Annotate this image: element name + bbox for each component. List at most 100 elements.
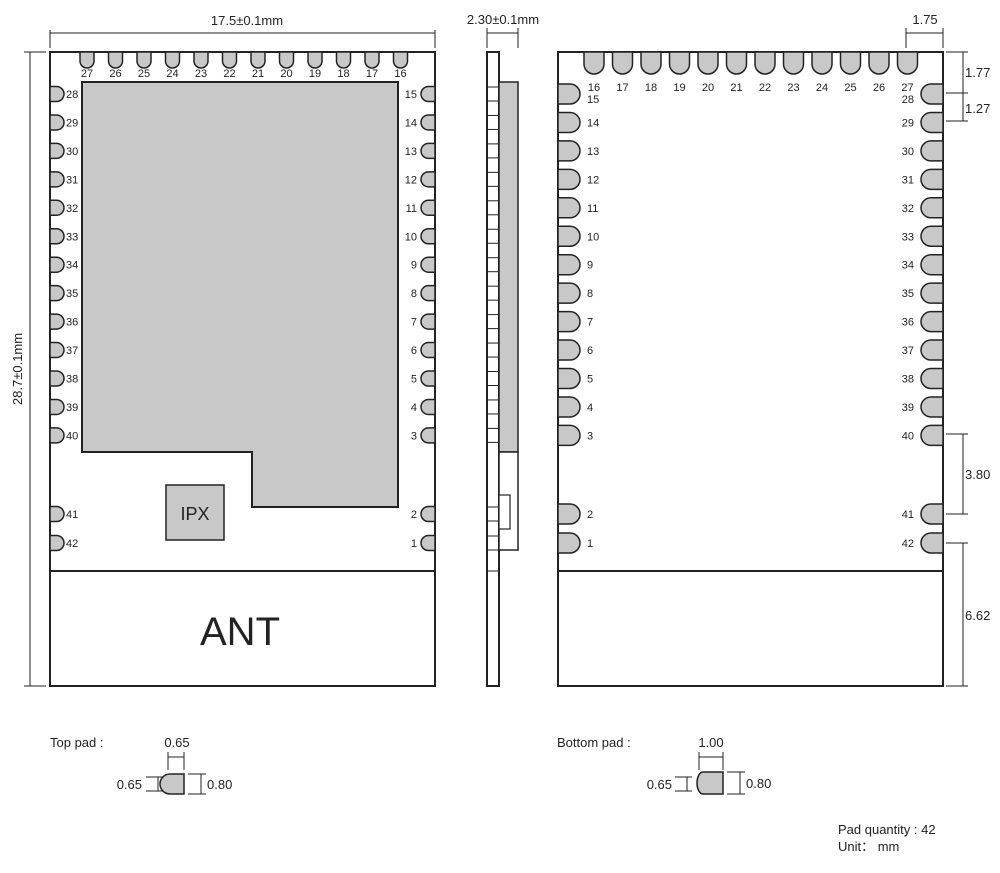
pad [364,51,380,69]
pad [49,171,65,188]
pin-label: 40 [902,430,914,442]
pad [49,313,65,330]
pin-label: 41 [902,509,914,521]
pin-label: 35 [902,288,914,300]
pad [49,534,65,552]
pin-label: 14 [405,117,417,129]
pad [420,171,436,188]
pin-label: 17 [616,82,628,94]
pad [420,85,436,103]
pad [920,140,944,162]
pad [49,199,65,217]
pin-label: 12 [405,174,417,186]
pad [420,341,436,359]
pin-label: 37 [66,345,78,357]
pin-label: 4 [587,402,593,414]
pad [811,51,833,75]
pin-label: 32 [66,203,78,215]
thickness-dimension: 2.30±0.1mm [467,12,539,27]
pin-label: 12 [587,174,599,186]
pin-label: 9 [411,260,417,272]
pad [278,51,295,69]
height-dimension: 28.7±0.1mm [10,333,25,405]
pad [49,256,65,273]
pad [420,370,436,387]
pin-label: 38 [902,374,914,386]
pad [420,427,436,444]
pin-label: 34 [66,260,78,272]
pad [250,51,266,69]
pad [725,51,748,75]
pin-label: 37 [902,345,914,357]
pin-label: 18 [337,68,349,80]
pin-label: 11 [587,203,598,215]
pad [557,503,581,525]
pad [420,142,436,160]
gap-dimension: 3.80 [965,467,990,482]
pad [49,85,65,103]
pin-label: 8 [411,288,417,300]
top-pad-left: 0.65 [117,777,142,792]
pad [557,367,581,390]
bottom-pad-detail: Bottom pad : 1.00 0.65 0.80 [557,735,771,795]
pin-label: 34 [902,260,914,272]
pin-label: 19 [309,68,321,80]
pad [920,532,944,554]
pin-label: 36 [66,317,78,329]
pin-label: 3 [411,430,417,442]
pin-label: 4 [411,402,417,414]
pad [557,111,581,134]
top-offset-dimension: 1.77 [965,65,990,80]
pad [920,503,944,525]
pin-label: 15 [405,89,417,101]
top-pad-label: Top pad : [50,735,104,750]
pin-label: 2 [411,509,417,521]
pad [640,51,662,75]
ant-height-dimension: 6.62 [965,608,990,623]
pad [420,398,436,416]
pin-label: 6 [587,345,593,357]
pin-label: 22 [759,82,771,94]
pin-label: 5 [411,374,417,386]
pad [583,51,605,75]
pad [557,168,581,191]
pin-label: 28 [902,94,914,106]
pin-label: 23 [195,68,207,80]
pad [557,83,581,105]
pin-label: 24 [166,68,178,80]
pin-label: 21 [252,68,264,80]
pad [49,398,65,416]
pin-label: 33 [66,231,78,243]
pad [782,51,805,75]
pad [920,197,944,219]
top-pad-height: 0.80 [207,777,232,792]
pin-label: 40 [66,430,78,442]
pad [335,51,352,69]
pad [920,225,944,247]
pin-label: 6 [411,345,417,357]
pad [420,284,436,302]
pad-quantity-note: Pad quantity : 42 [838,822,936,837]
pin-label: 31 [902,174,914,186]
ant-label: ANT [200,610,280,654]
pin-label: 14 [587,117,599,129]
pad [221,51,238,69]
row-pitch-dimension: 1.27 [965,101,990,116]
pad [49,228,65,245]
pin-label: 20 [280,68,292,80]
pad [611,51,634,75]
pad [49,142,65,160]
pin-label: 20 [702,82,714,94]
pad [920,424,944,447]
pin-label: 29 [902,117,914,129]
pin-label: 8 [587,288,593,300]
pin-label: 1 [587,538,593,550]
pad [420,114,436,131]
pad [697,51,719,75]
pin-label: 30 [902,146,914,158]
pad [307,51,323,69]
